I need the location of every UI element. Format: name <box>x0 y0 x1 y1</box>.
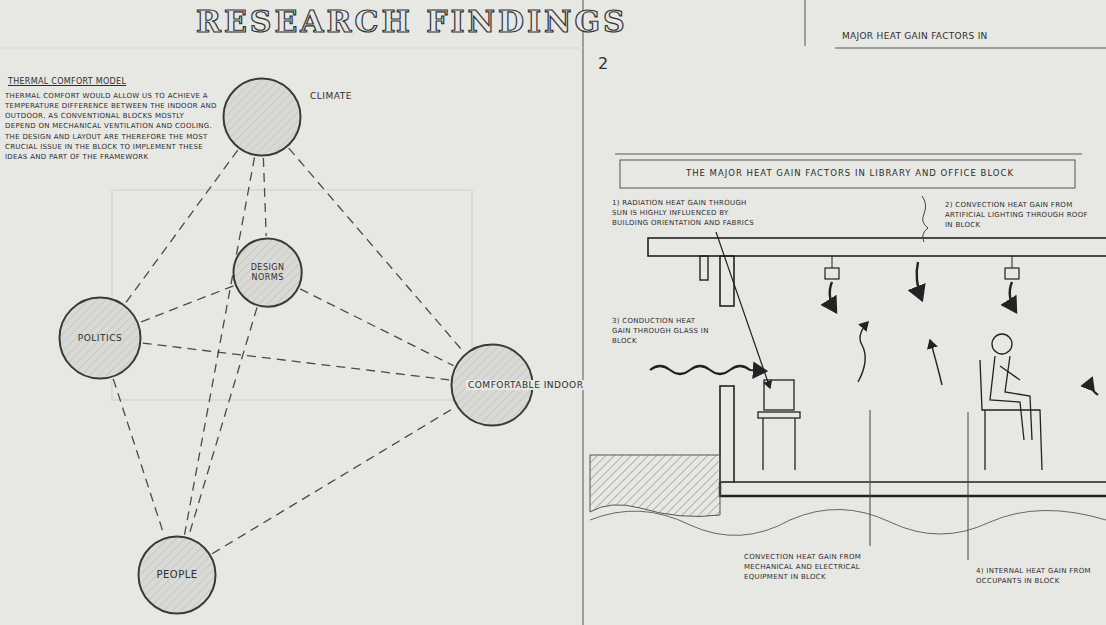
factor-label: COMFORTABLE INDOOR <box>466 380 585 391</box>
dashed-link <box>113 379 164 536</box>
callout-note: 2) CONVECTION HEAT GAIN FROM ARTIFICIAL … <box>945 200 1095 230</box>
dashed-link <box>212 407 455 554</box>
dashed-link <box>189 308 257 536</box>
factor-label: CLIMATE <box>310 91 352 102</box>
factor-circle: POLITICS <box>58 296 142 380</box>
section-heading: THERMAL COMFORT MODEL <box>8 76 126 88</box>
circle-outline <box>222 77 302 157</box>
dashed-link <box>140 286 234 323</box>
dashed-link <box>125 150 237 303</box>
callout-note: CONVECTION HEAT GAIN FROM MECHANICAL AND… <box>744 552 866 582</box>
factor-circle: PEOPLE <box>137 535 217 615</box>
factor-circle: COMFORTABLE INDOOR <box>450 343 534 427</box>
dashed-link <box>289 148 464 352</box>
factor-label: PEOPLE <box>156 569 197 581</box>
factor-label: POLITICS <box>78 333 122 344</box>
dashed-link <box>185 157 255 534</box>
panel-heading: MAJOR HEAT GAIN FACTORS IN <box>842 30 988 43</box>
dashed-link <box>143 343 450 380</box>
callout-note: 3) CONDUCTION HEAT GAIN THROUGH GLASS IN… <box>612 316 712 346</box>
dashed-link <box>263 158 266 236</box>
panel-subtitle: THE MAJOR HEAT GAIN FACTORS IN LIBRARY A… <box>632 167 1068 179</box>
callout-note: 1) RADIATION HEAT GAIN THROUGH SUN IS HI… <box>612 198 762 228</box>
panel-number: 2 <box>598 52 608 75</box>
factor-circle: CLIMATE <box>222 77 302 157</box>
circle-outline <box>232 237 303 308</box>
dashed-link <box>300 289 454 366</box>
factor-circle: DESIGN NORMS <box>232 237 303 308</box>
factor-label: DESIGN NORMS <box>240 263 296 282</box>
callout-note: 4) INTERNAL HEAT GAIN FROM OCCUPANTS IN … <box>976 566 1100 586</box>
sheet-title: RESEARCH FINDINGS <box>196 4 628 39</box>
body-note: THERMAL COMFORT WOULD ALLOW US TO ACHIEV… <box>5 91 217 162</box>
